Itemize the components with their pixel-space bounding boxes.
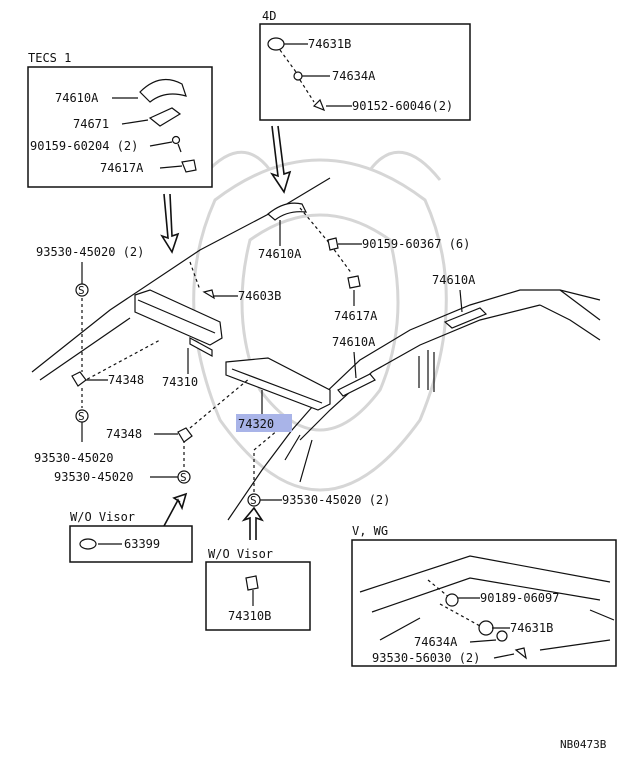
drawing-code: NB0473B xyxy=(560,738,607,751)
tecs-arrow xyxy=(160,193,180,254)
wo-visor-left-title: W/O Visor xyxy=(70,510,135,524)
sun-visor-74310 xyxy=(134,289,223,358)
vwg-part-1: 74631B xyxy=(510,621,553,635)
fourd-part-2: 90152-60046(2) xyxy=(352,99,453,113)
box-wo-visor-center: W/O Visor 74310B xyxy=(205,547,311,631)
tecs-part-2: 90159-60204 (2) xyxy=(30,139,138,153)
vwg-part-3: 93530-56030 (2) xyxy=(372,651,480,665)
watermark-emblem xyxy=(192,150,448,492)
callout-74310: 74310 xyxy=(162,375,198,389)
main-callouts: 93530-45020 (2) S 74603B 74610A 90159-60… xyxy=(34,220,476,507)
wo-visor-center-title: W/O Visor xyxy=(208,547,273,561)
box-tecs-title: TECS 1 xyxy=(28,51,71,65)
fourd-arrow xyxy=(270,125,292,194)
svg-text:S: S xyxy=(180,471,187,484)
callout-74348-lower: 74348 xyxy=(106,427,142,441)
vwg-part-0: 90189-06097 xyxy=(480,591,559,605)
sun-visor-74320 xyxy=(225,357,331,411)
callout-93530-bottom: 93530-45020 (2) xyxy=(282,493,390,507)
callout-93530-left: 93530-45020 xyxy=(34,451,113,465)
callout-74610a-right: 74610A xyxy=(432,273,476,287)
box-vwg: V, WG 90189-06097 74631B 74634A 93530-56… xyxy=(351,524,617,667)
callout-90159-60367: 90159-60367 (6) xyxy=(362,237,470,251)
assist-grip-right xyxy=(443,307,488,329)
svg-text:S: S xyxy=(78,284,85,297)
roof-outline xyxy=(31,177,601,521)
callout-74348-upper: 74348 xyxy=(108,373,144,387)
assist-grip-lower xyxy=(337,373,376,397)
fourd-part-0: 74631B xyxy=(308,37,351,51)
svg-text:S: S xyxy=(250,494,257,507)
wo-visor-left-part-0: 63399 xyxy=(124,537,160,551)
svg-text:S: S xyxy=(78,410,85,423)
callout-74610a-lower: 74610A xyxy=(332,335,376,349)
vwg-title: V, WG xyxy=(352,524,388,538)
fourd-part-1: 74634A xyxy=(332,69,376,83)
callout-74617a: 74617A xyxy=(334,309,378,323)
box-tecs: TECS 1 74610A 74671 90159-60204 (2) 7461… xyxy=(27,51,213,188)
arrow-wo-visor-left xyxy=(163,492,188,527)
callout-93530-top: 93530-45020 (2) xyxy=(36,245,144,259)
highlight-74320 xyxy=(236,414,292,432)
wo-visor-center-part-0: 74310B xyxy=(228,609,271,623)
arrow-wo-visor-center xyxy=(241,506,264,540)
box-4d: 4D 74631B 74634A 90152-60046(2) xyxy=(259,9,471,121)
vwg-part-2: 74634A xyxy=(414,635,458,649)
tecs-part-0: 74610A xyxy=(55,91,99,105)
assist-grip-mid xyxy=(267,202,308,221)
tecs-part-3: 74617A xyxy=(100,161,144,175)
box-wo-visor-left: W/O Visor 63399 xyxy=(69,510,193,563)
box-4d-title: 4D xyxy=(262,9,276,23)
callout-74610a-mid: 74610A xyxy=(258,247,302,261)
tecs-part-1: 74671 xyxy=(73,117,109,131)
callout-74603b: 74603B xyxy=(238,289,281,303)
callout-74320: 74320 xyxy=(238,417,274,431)
callout-93530-mid: 93530-45020 xyxy=(54,470,133,484)
